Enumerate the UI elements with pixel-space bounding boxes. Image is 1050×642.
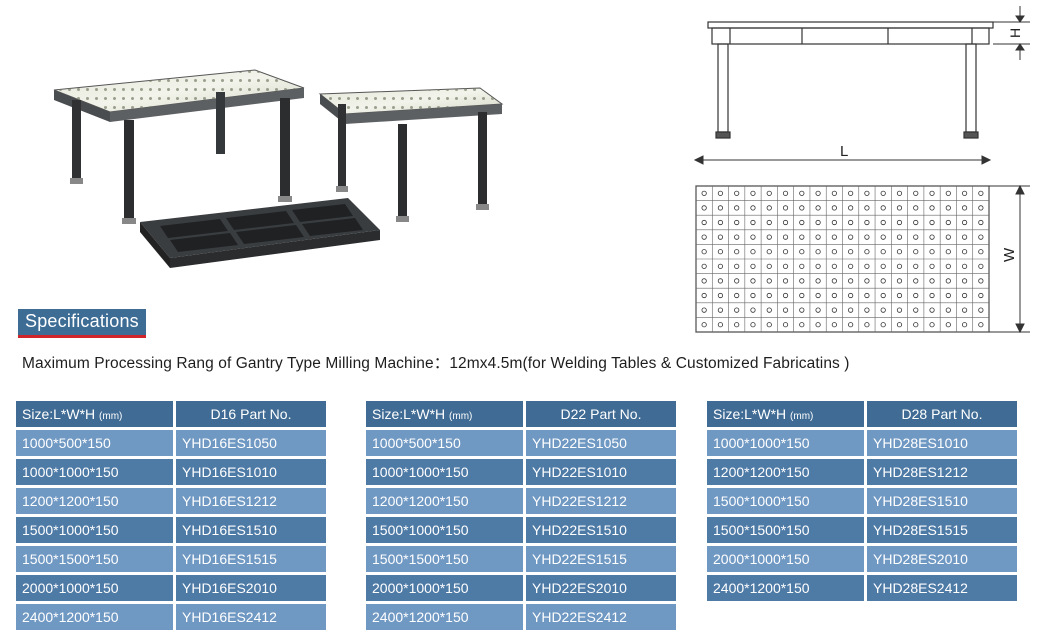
size-header: Size:L*W*H (mm) [707, 401, 867, 427]
height-dimension [993, 6, 1030, 60]
length-label: L [840, 143, 848, 160]
size-cell: 1500*1000*150 [707, 488, 867, 514]
part-number-cell: YHD22ES1050 [526, 430, 676, 456]
part-number-cell: YHD28ES1510 [867, 488, 1017, 514]
part-number-cell: YHD28ES1010 [867, 430, 1017, 456]
part-number-cell: YHD22ES1515 [526, 546, 676, 572]
size-cell: 1000*500*150 [16, 430, 176, 456]
table-box-casting [140, 198, 380, 268]
size-cell: 1200*1200*150 [366, 488, 526, 514]
welding-tables-product-image [53, 69, 504, 268]
size-cell: 1200*1200*150 [707, 459, 867, 485]
size-cell: 1500*1500*150 [366, 546, 526, 572]
size-cell: 1000*1000*150 [707, 430, 867, 456]
size-cell: 2000*1000*150 [707, 546, 867, 572]
size-header: Size:L*W*H (mm) [16, 401, 176, 427]
specifications-heading: Specifications [18, 309, 146, 338]
part-number-cell: YHD22ES1212 [526, 488, 676, 514]
d16-spec-table: Size:L*W*H (mm) D16 Part No. 1000*500*15… [16, 398, 326, 633]
part-number-header: D16 Part No. [176, 401, 326, 427]
size-cell: 1500*1000*150 [16, 517, 176, 543]
size-cell: 1500*1000*150 [366, 517, 526, 543]
part-number-cell: YHD16ES1510 [176, 517, 326, 543]
length-dimension [693, 155, 992, 165]
part-number-cell: YHD28ES2412 [867, 575, 1017, 601]
size-cell: 1500*1500*150 [16, 546, 176, 572]
part-number-cell: YHD28ES2010 [867, 546, 1017, 572]
part-number-cell: YHD16ES2412 [176, 604, 326, 630]
table-dimension-drawing: H L W [693, 6, 1030, 334]
part-number-cell: YHD16ES1050 [176, 430, 326, 456]
width-label: W [1001, 247, 1018, 262]
size-cell: 1000*1000*150 [366, 459, 526, 485]
size-cell: 2400*1200*150 [366, 604, 526, 630]
small-welding-table [318, 87, 504, 222]
part-number-cell: YHD16ES1515 [176, 546, 326, 572]
size-cell: 2400*1200*150 [16, 604, 176, 630]
size-cell: 1500*1500*150 [707, 517, 867, 543]
part-number-cell: YHD16ES1212 [176, 488, 326, 514]
width-dimension [989, 184, 1030, 334]
part-number-cell: YHD22ES2412 [526, 604, 676, 630]
size-cell: 1000*500*150 [366, 430, 526, 456]
part-number-cell: YHD22ES1510 [526, 517, 676, 543]
part-number-cell: YHD28ES1212 [867, 459, 1017, 485]
d22-spec-table: Size:L*W*H (mm) D22 Part No. 1000*500*15… [366, 398, 676, 633]
part-number-cell: YHD16ES1010 [176, 459, 326, 485]
d28-spec-table: Size:L*W*H (mm) D28 Part No. 1000*1000*1… [707, 398, 1017, 604]
size-cell: 2000*1000*150 [16, 575, 176, 601]
size-cell: 1000*1000*150 [16, 459, 176, 485]
size-header: Size:L*W*H (mm) [366, 401, 526, 427]
part-number-cell: YHD22ES1010 [526, 459, 676, 485]
size-cell: 2400*1200*150 [707, 575, 867, 601]
processing-range-note: Maximum Processing Rang of Gantry Type M… [22, 355, 850, 372]
part-number-header: D22 Part No. [526, 401, 676, 427]
hole-grid [695, 185, 990, 333]
part-number-cell: YHD28ES1515 [867, 517, 1017, 543]
large-welding-table [53, 69, 305, 224]
part-number-cell: YHD22ES2010 [526, 575, 676, 601]
size-cell: 2000*1000*150 [366, 575, 526, 601]
part-number-header: D28 Part No. [867, 401, 1017, 427]
size-cell: 1200*1200*150 [16, 488, 176, 514]
height-label: H [1007, 28, 1023, 38]
part-number-cell: YHD16ES2010 [176, 575, 326, 601]
